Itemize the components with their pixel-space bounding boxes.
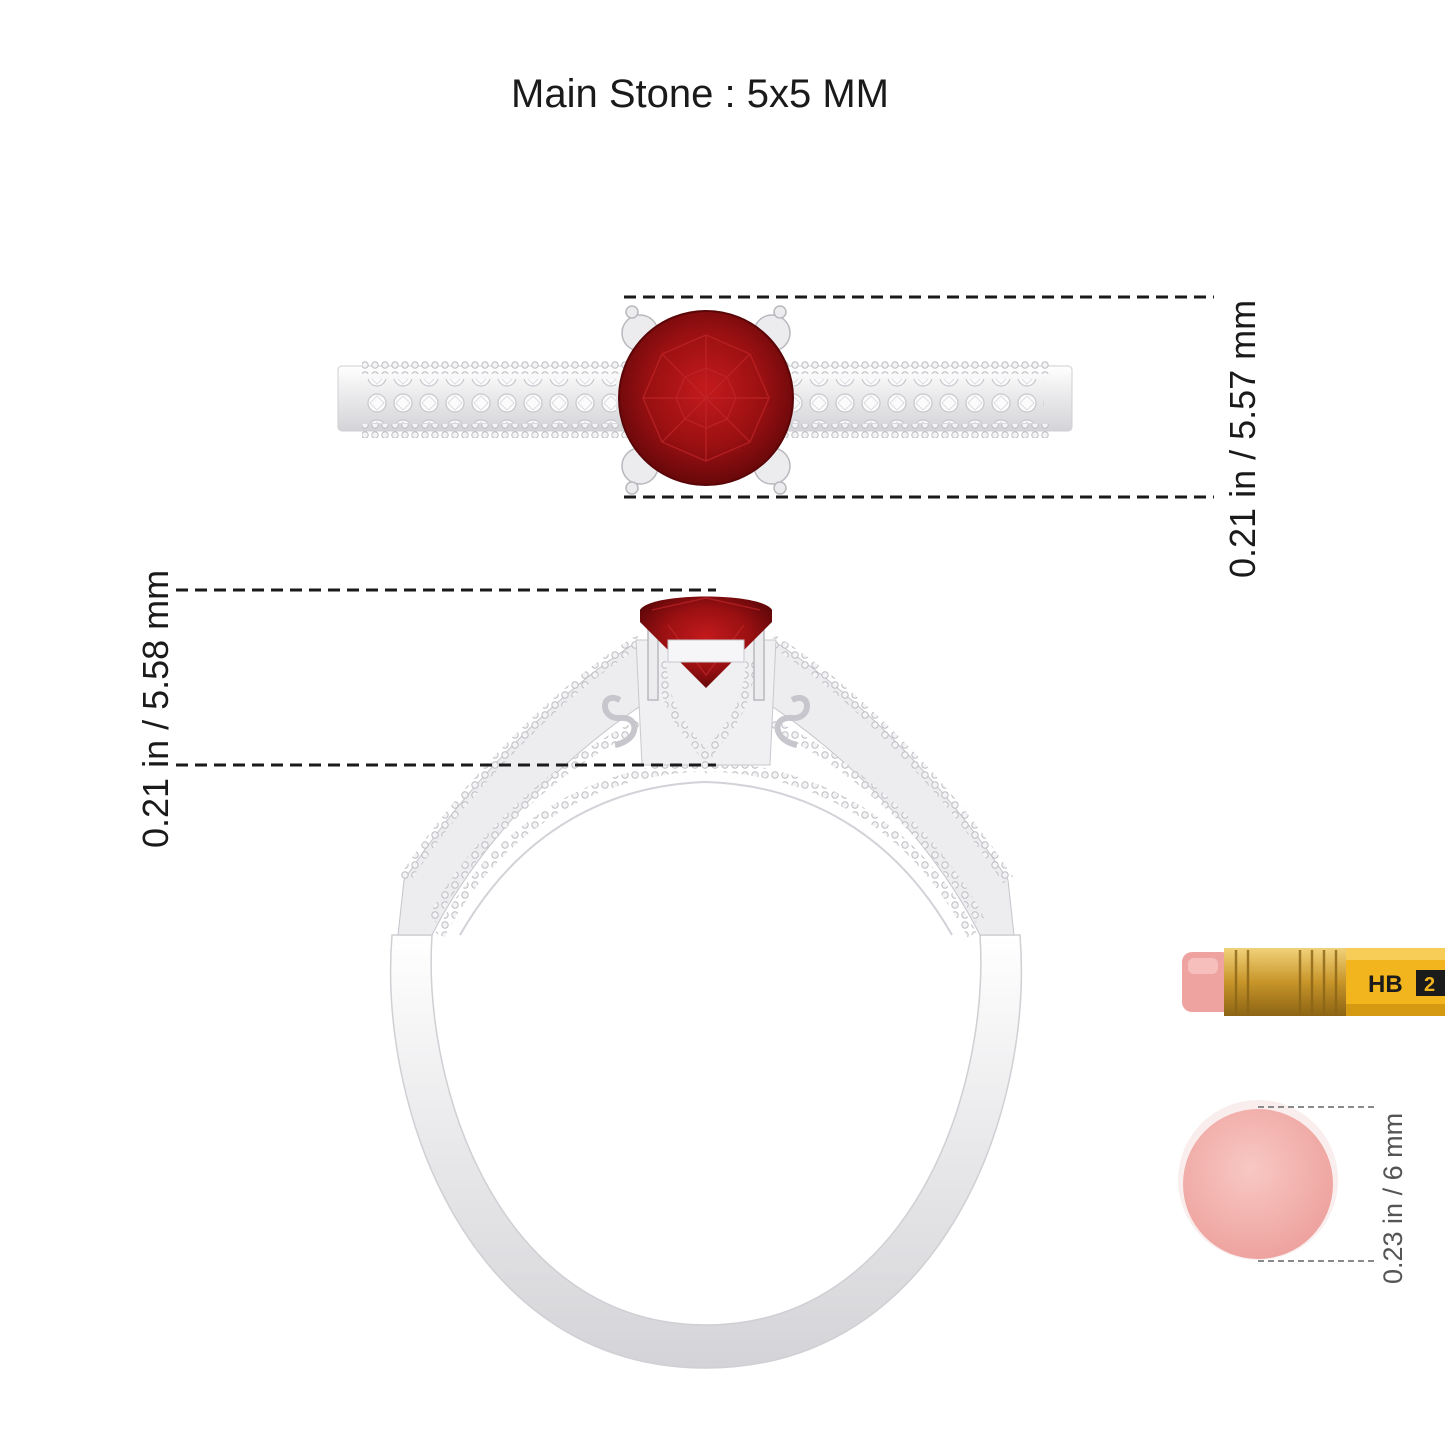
top-view-height-label: 0.21 in / 5.57 mm xyxy=(1222,299,1263,578)
pencil-number-label: 2 xyxy=(1424,974,1435,996)
pencil-hb-label: HB xyxy=(1368,971,1403,998)
ring-side-view xyxy=(389,596,1023,1369)
side-view-height-label: 0.21 in / 5.58 mm xyxy=(135,569,176,848)
eraser-diameter-label: 0.23 in / 6 mm xyxy=(1378,1112,1408,1284)
side-dimension-lines xyxy=(176,588,716,767)
main-stone-title: Main Stone : 5x5 MM xyxy=(511,72,889,116)
pencil xyxy=(1182,948,1445,1016)
eraser xyxy=(1178,1100,1338,1260)
top-dimension-lines xyxy=(624,295,1214,499)
ring-top-view xyxy=(337,305,1073,495)
